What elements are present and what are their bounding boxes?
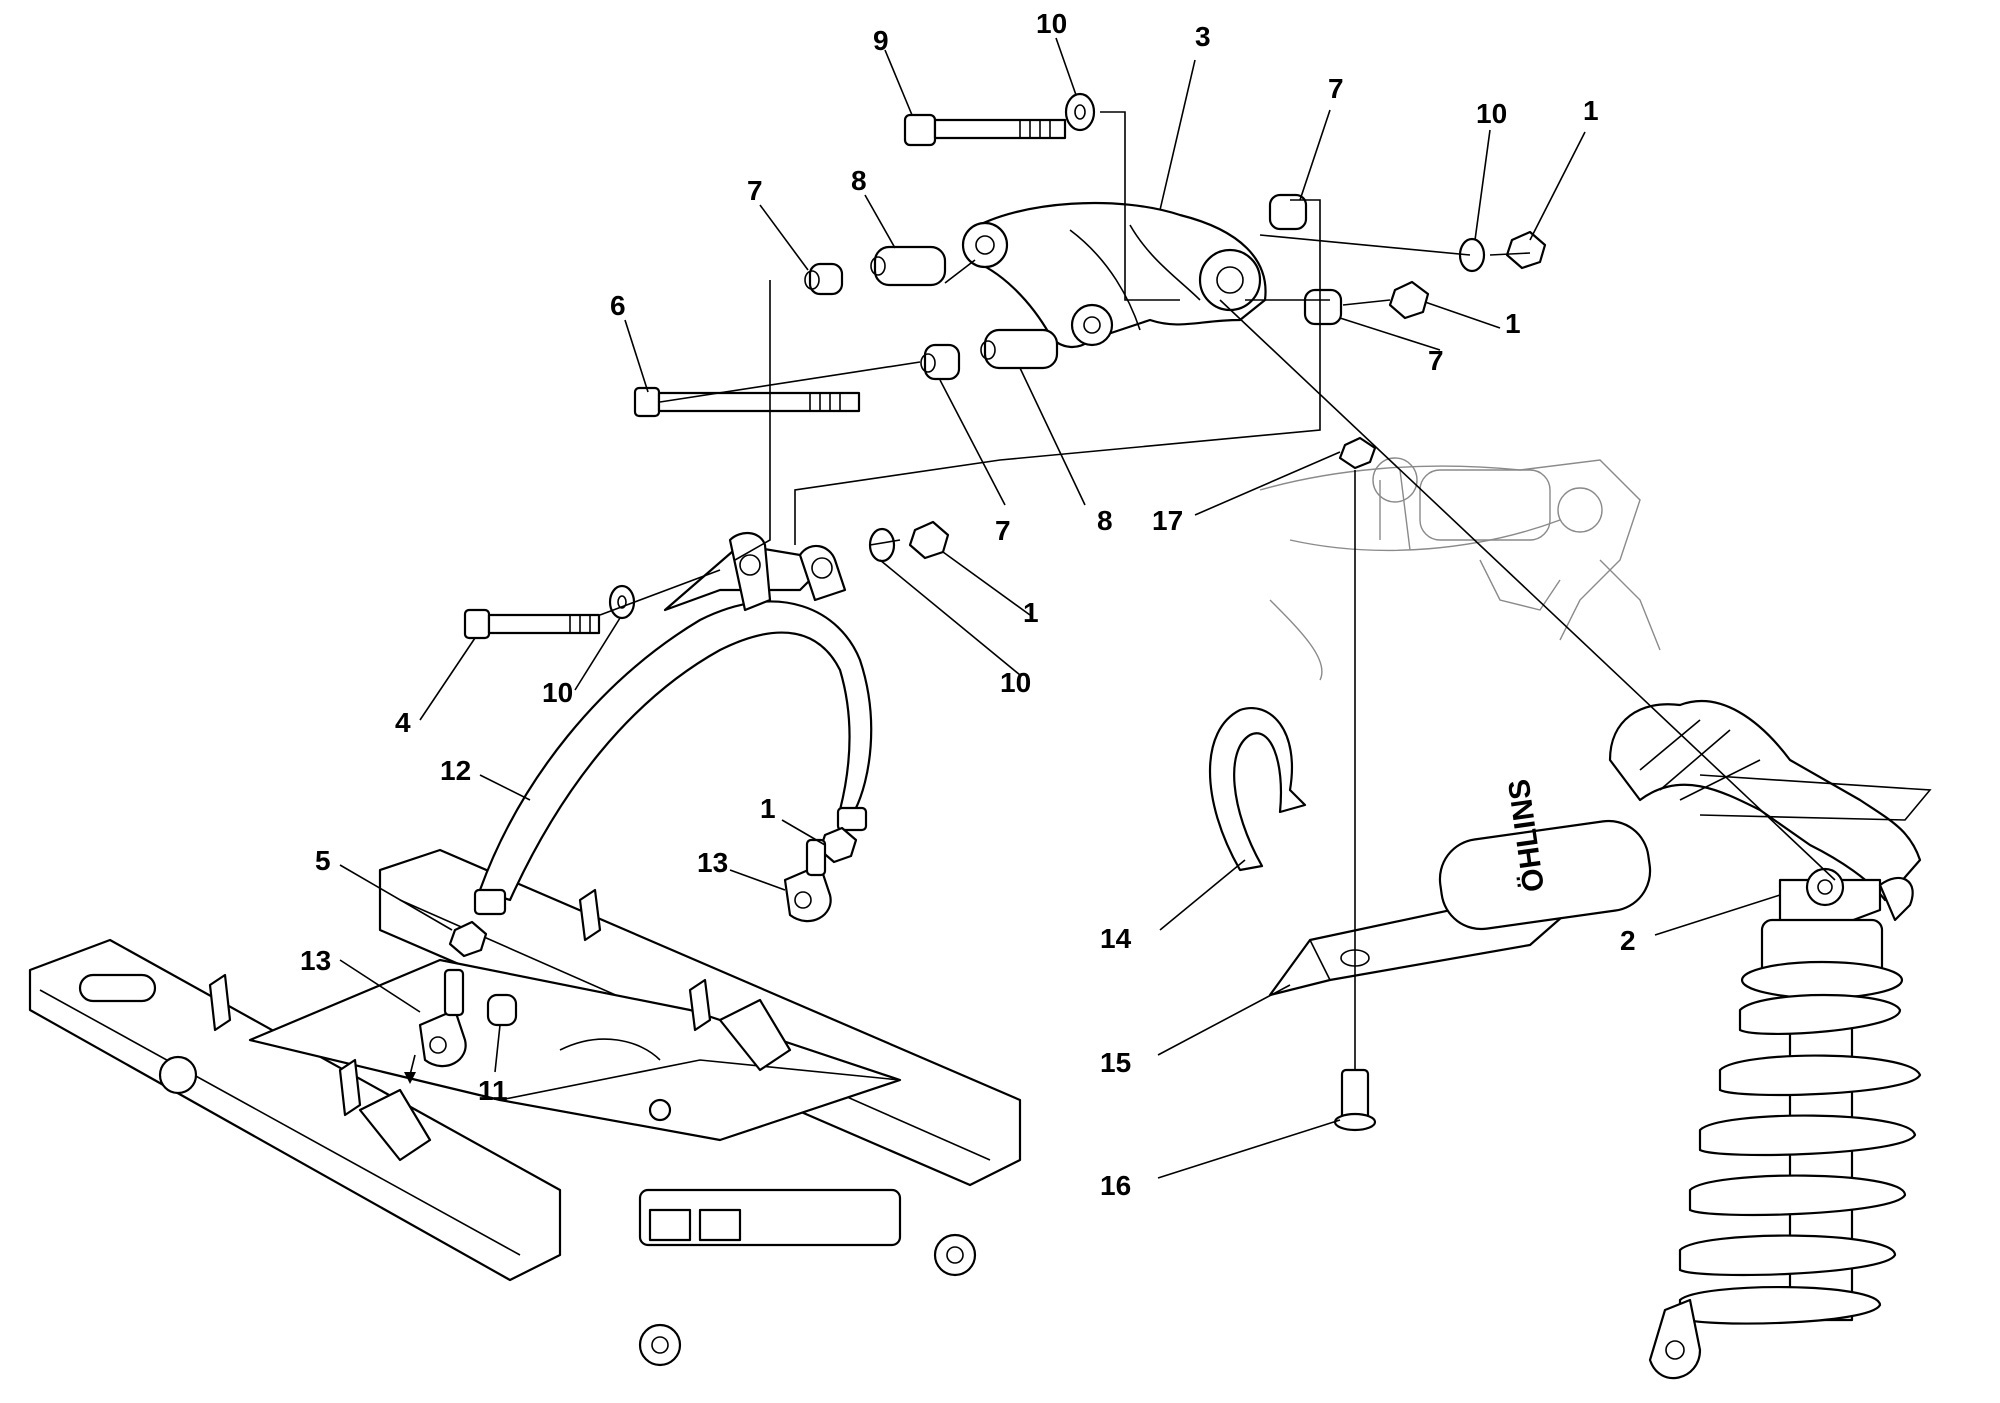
hardware <box>418 92 1547 1132</box>
callout-15: 15 <box>1100 1047 1131 1078</box>
callout-1-lower: 1 <box>760 793 776 824</box>
callout-1-right: 1 <box>1505 308 1521 339</box>
callout-7-top-right: 7 <box>1328 73 1344 104</box>
callout-17: 17 <box>1152 505 1183 536</box>
callout-7-upper-left: 7 <box>747 175 763 206</box>
callout-7-right: 7 <box>1428 345 1444 376</box>
callout-4: 4 <box>395 707 411 738</box>
callout-16: 16 <box>1100 1170 1131 1201</box>
callout-1-middle: 1 <box>1023 597 1039 628</box>
callout-12: 12 <box>440 755 471 786</box>
callout-9: 9 <box>873 25 889 56</box>
callout-10-top: 10 <box>1036 8 1067 39</box>
callout-leaders <box>339 37 1781 1179</box>
callout-13-left: 13 <box>300 945 331 976</box>
callout-labels: 9 10 3 7 10 1 7 8 6 1 7 7 8 17 1 10 4 10… <box>300 8 1636 1201</box>
rocker-3 <box>961 201 1267 348</box>
tie-rod-12 <box>473 532 873 916</box>
shock-absorber-2: ÖHLINS <box>1438 699 1922 1380</box>
callout-10-right: 10 <box>1476 98 1507 129</box>
frame-outline <box>1259 457 1661 681</box>
callout-10-middle: 10 <box>1000 667 1031 698</box>
callout-5: 5 <box>315 845 331 876</box>
arrow-icon <box>404 1072 416 1084</box>
callout-14: 14 <box>1100 923 1132 954</box>
callout-1-top-right: 1 <box>1583 95 1599 126</box>
callout-3: 3 <box>1195 21 1211 52</box>
callout-11: 11 <box>478 1075 508 1106</box>
callout-7-middle: 7 <box>995 515 1011 546</box>
callout-8-middle: 8 <box>1097 505 1113 536</box>
clip-14 <box>1208 707 1307 872</box>
assembly-lines <box>599 111 1932 1070</box>
callout-2: 2 <box>1620 925 1636 956</box>
callout-8-top: 8 <box>851 165 867 196</box>
callout-13-right: 13 <box>697 847 728 878</box>
callout-6: 6 <box>610 290 626 321</box>
callout-10-left: 10 <box>542 677 573 708</box>
swingarm <box>28 848 1022 1367</box>
